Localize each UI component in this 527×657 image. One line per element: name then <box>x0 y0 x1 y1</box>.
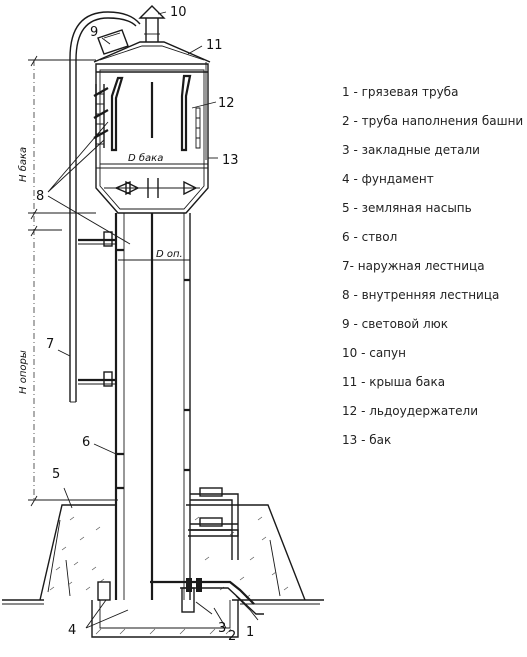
legend-item-12: 12 - льдоудержатели <box>342 404 479 418</box>
shaft-diameter-label: D оп. <box>156 249 183 260</box>
embedded-parts <box>116 248 190 490</box>
legend-item-9: 9 - световой люк <box>342 317 449 331</box>
legend-item-8: 8 - внутренняя лестница <box>342 288 500 302</box>
callout-6: 6 <box>82 435 90 450</box>
foundation <box>91 581 239 638</box>
support-brackets <box>78 231 116 387</box>
callout-12: 12 <box>218 96 235 111</box>
callout-9: 9 <box>90 25 98 40</box>
callout-3: 3 <box>218 621 226 636</box>
ground-line <box>2 599 324 605</box>
support-height-label: H опоры <box>18 350 29 394</box>
callout-7: 7 <box>46 337 54 352</box>
tank-diameter-label: D бака <box>128 152 163 164</box>
callout-2: 2 <box>228 629 236 644</box>
legend-item-1: 1 - грязевая труба <box>342 85 459 99</box>
callout-13: 13 <box>222 153 239 168</box>
tower-shaft <box>114 213 191 600</box>
callout-4: 4 <box>68 623 76 638</box>
dimension-lines <box>28 55 208 507</box>
callout-8: 8 <box>36 189 44 204</box>
callout-10: 10 <box>170 5 187 20</box>
external-ladder <box>69 11 141 403</box>
side-platform <box>188 487 239 560</box>
breather-cap <box>138 5 166 42</box>
tank-height-label: H бака <box>17 147 29 182</box>
legend-item-6: 6 - ствол <box>342 230 398 244</box>
fill-and-mud-pipes <box>150 578 264 615</box>
callout-leaders <box>47 11 259 629</box>
legend-item-3: 3 - закладные детали <box>342 143 480 157</box>
legend-item-10: 10 - сапун <box>342 346 406 360</box>
legend-item-5: 5 - земляная насыпь <box>342 201 472 215</box>
legend-item-2: 2 - труба наполнения башни <box>342 114 524 128</box>
ice-guards <box>110 74 201 152</box>
callout-11: 11 <box>206 38 223 53</box>
callout-5: 5 <box>52 467 60 482</box>
legend-item-11: 11 - крыша бака <box>342 375 446 389</box>
legend-item-13: 13 - бак <box>342 433 392 447</box>
tank-bottom-detail <box>104 178 200 198</box>
tank-roof <box>93 41 211 63</box>
legend-item-4: 4 - фундамент <box>342 172 434 186</box>
callout-1: 1 <box>246 625 254 640</box>
tank <box>95 63 209 214</box>
skylight-hatch <box>97 29 129 55</box>
legend-item-7: 7- наружная лестница <box>342 259 485 273</box>
earth-embankment <box>39 504 306 601</box>
internal-ladder <box>93 84 109 148</box>
